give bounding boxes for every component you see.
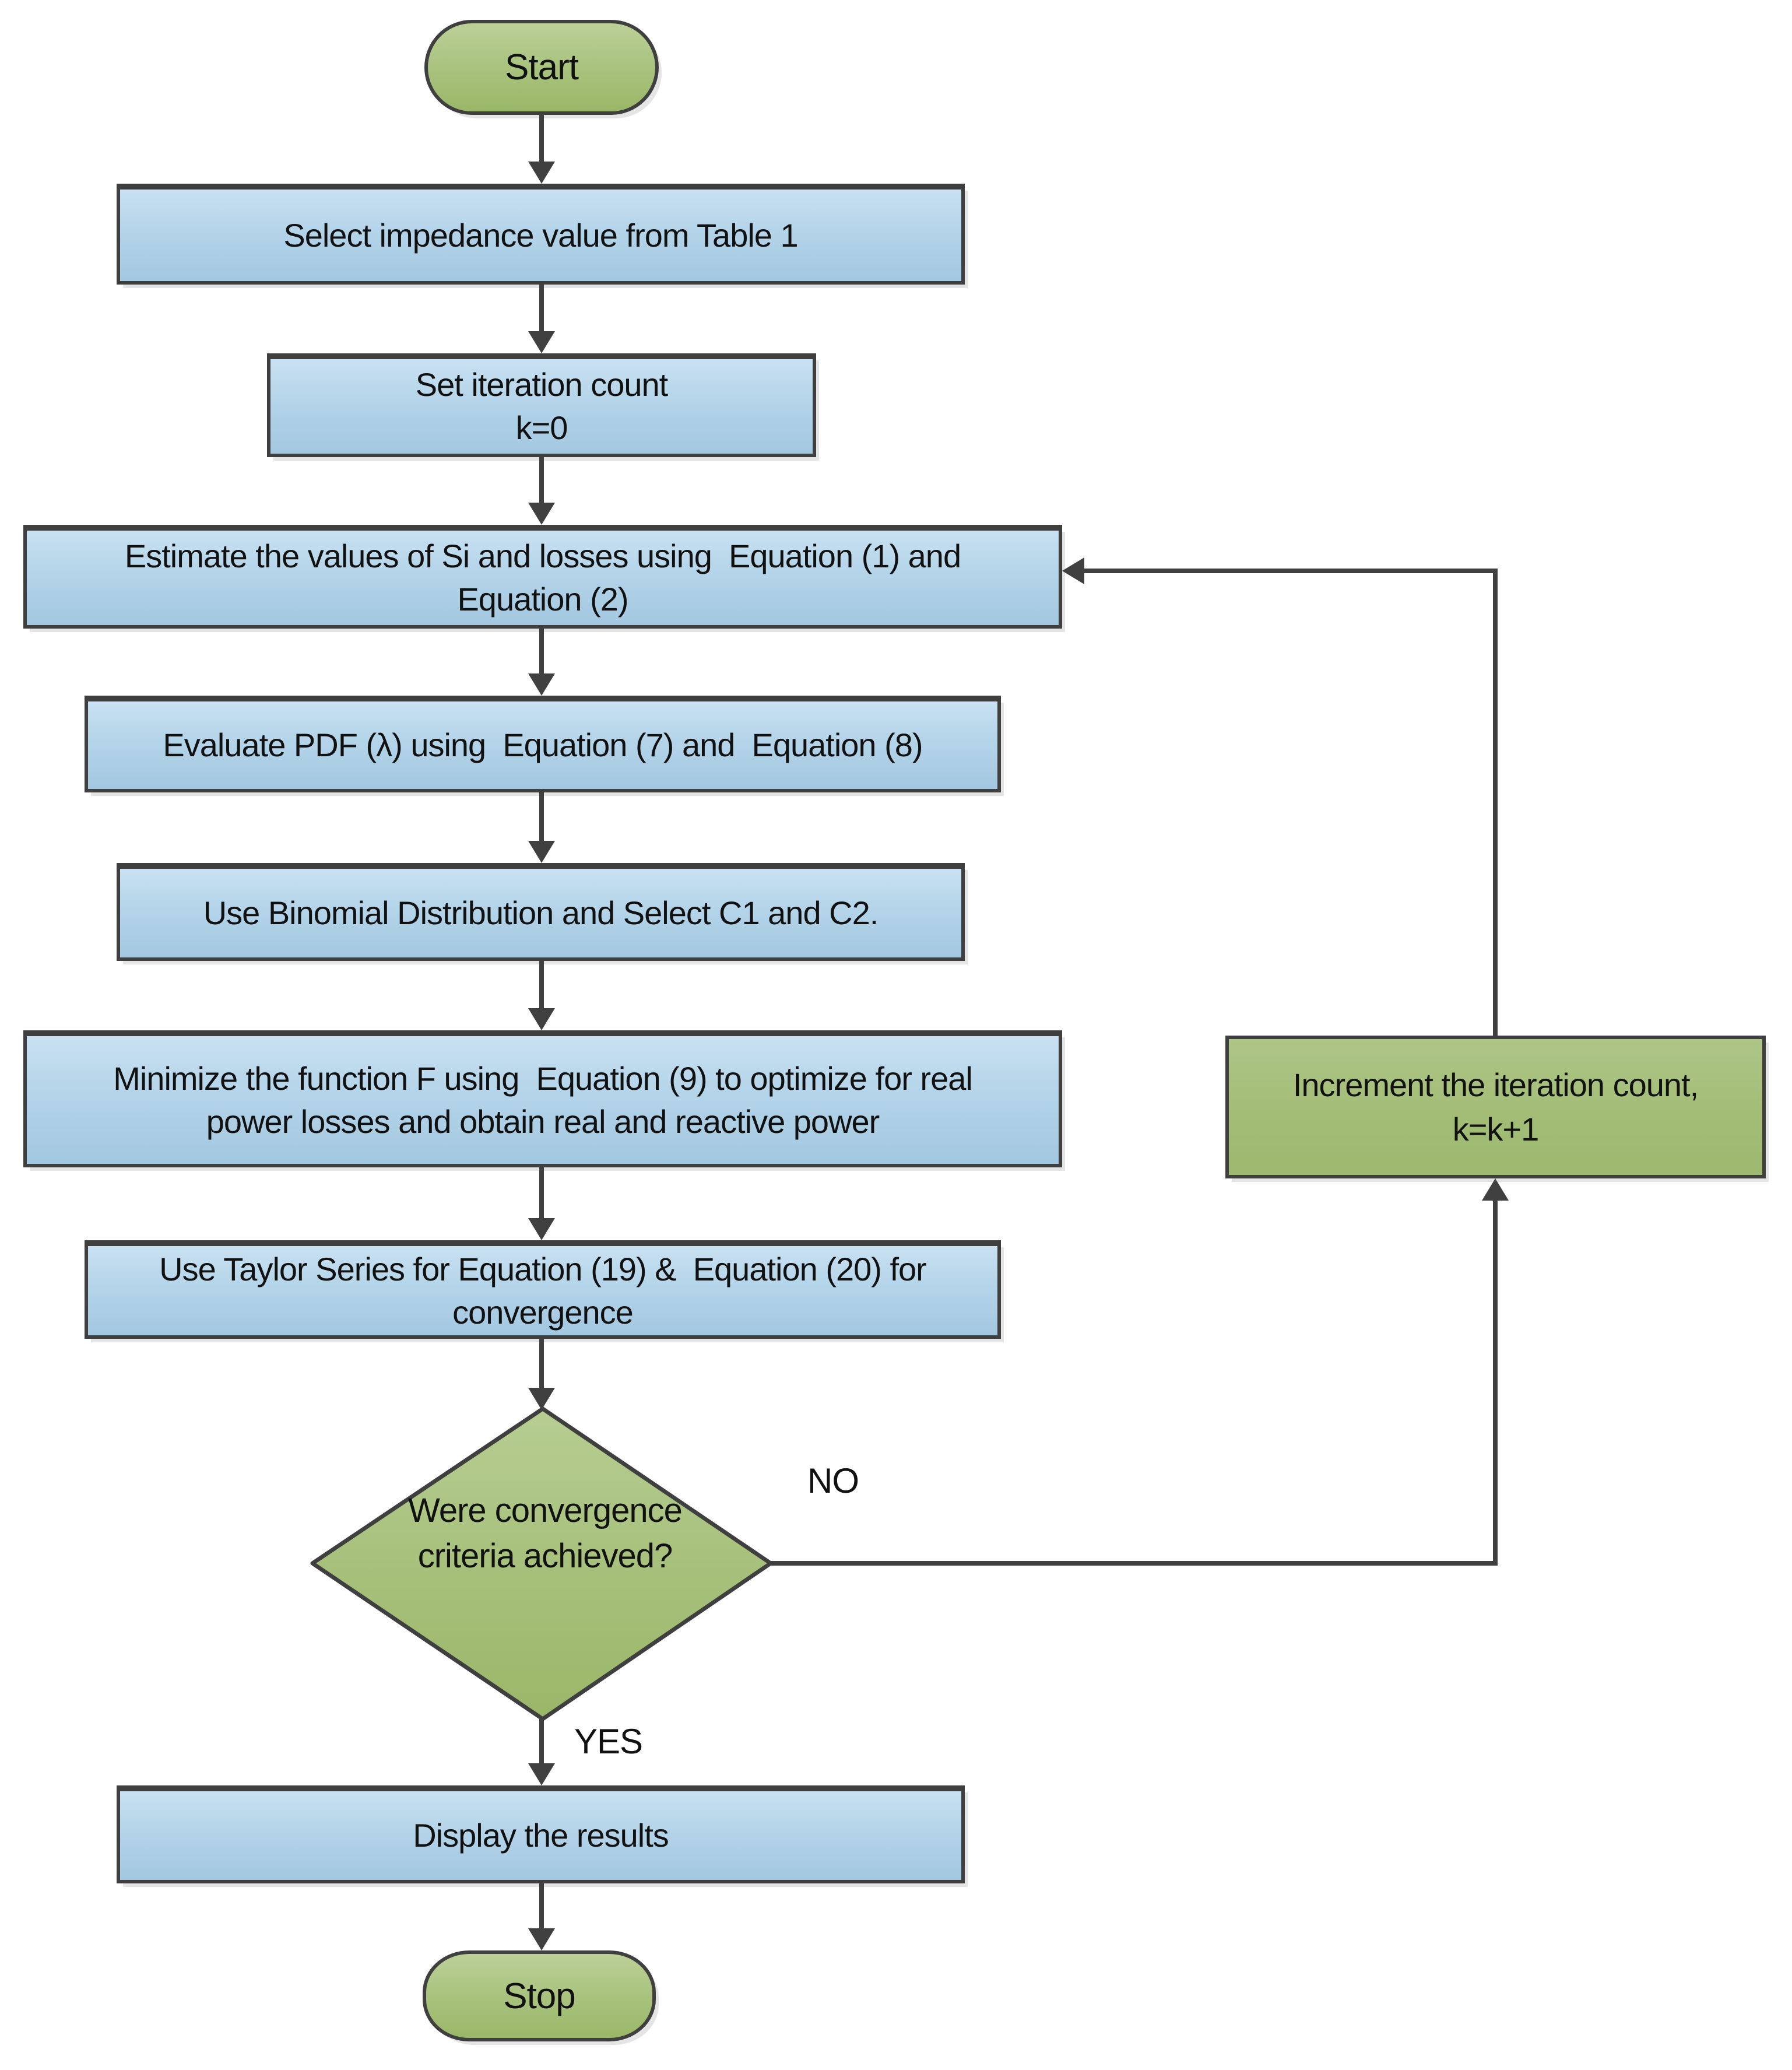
edge-estimate-pdf-line <box>539 629 544 673</box>
node-evaluate-pdf: Evaluate PDF (λ) using Equation (7) and … <box>85 696 1001 792</box>
edge-no-horizontal-line <box>771 1561 1498 1566</box>
edge-no-arrowhead-icon <box>1482 1178 1509 1201</box>
node-taylor-line2: convergence <box>452 1293 634 1331</box>
node-estimate: Estimate the values of Si and losses usi… <box>23 525 1062 629</box>
edge-start-select-line <box>539 114 544 163</box>
edge-binomial-minimize-line <box>539 961 544 1008</box>
node-select-impedance: Select impedance value from Table 1 <box>117 184 965 285</box>
edge-display-stop-line <box>539 1883 544 1928</box>
node-set-iteration-line2: k=0 <box>515 409 568 446</box>
edge-minimize-taylor-arrowhead-icon <box>528 1218 555 1240</box>
edge-start-select-arrowhead-icon <box>528 162 555 184</box>
node-start-label: Start <box>505 47 579 87</box>
node-increment-line2: k=k+1 <box>1452 1110 1540 1148</box>
edge-taylor-decision-arrowhead-icon <box>528 1388 555 1410</box>
node-decision: Were convergence criteria achieved? <box>344 1488 746 1580</box>
node-increment: Increment the iteration count, k=k+1 <box>1225 1036 1766 1178</box>
node-stop-label: Stop <box>503 1976 576 2016</box>
edge-yes-line <box>539 1718 544 1763</box>
node-binomial-label: Use Binomial Distribution and Select C1 … <box>203 894 879 932</box>
edge-taylor-decision-line <box>539 1339 544 1388</box>
edge-no-vertical-line <box>1493 1198 1498 1566</box>
node-estimate-line2: Equation (2) <box>457 581 628 618</box>
edge-minimize-taylor-line <box>539 1167 544 1218</box>
edge-pdf-binomial-arrowhead-icon <box>528 841 555 863</box>
node-select-impedance-label: Select impedance value from Table 1 <box>283 216 798 254</box>
edge-select-setiter-arrowhead-icon <box>528 331 555 353</box>
node-display-results: Display the results <box>117 1785 965 1883</box>
edge-setiter-estimate-arrowhead-icon <box>528 503 555 525</box>
edge-pdf-binomial-line <box>539 792 544 841</box>
edge-label-yes: YES <box>574 1722 643 1761</box>
node-increment-line1: Increment the iteration count, <box>1292 1066 1699 1103</box>
edge-loop-arrowhead-icon <box>1062 557 1084 584</box>
edge-select-setiter-line <box>539 285 544 331</box>
node-set-iteration-line1: Set iteration count <box>415 366 668 404</box>
node-minimize-line1: Minimize the function F using Equation (… <box>113 1059 973 1097</box>
node-taylor-line1: Use Taylor Series for Equation (19) & Eq… <box>159 1250 927 1287</box>
node-minimize-line2: power losses and obtain real and reactiv… <box>206 1103 880 1140</box>
edge-setiter-estimate-line <box>539 457 544 503</box>
node-minimize: Minimize the function F using Equation (… <box>23 1030 1062 1167</box>
node-start: Start <box>424 20 659 115</box>
edge-loop-vertical-line <box>1493 569 1498 1036</box>
node-display-results-label: Display the results <box>413 1817 669 1854</box>
edge-loop-horizontal-line <box>1083 569 1498 573</box>
node-set-iteration: Set iteration count k=0 <box>267 353 816 457</box>
edge-label-no: NO <box>807 1461 859 1500</box>
node-evaluate-pdf-label: Evaluate PDF (λ) using Equation (7) and … <box>163 727 923 764</box>
edge-yes-arrowhead-icon <box>528 1763 555 1785</box>
node-decision-line1: Were convergence <box>408 1492 683 1529</box>
node-estimate-line1: Estimate the values of Si and losses usi… <box>124 538 961 575</box>
edge-binomial-minimize-arrowhead-icon <box>528 1008 555 1030</box>
node-binomial: Use Binomial Distribution and Select C1 … <box>117 863 965 961</box>
node-stop: Stop <box>423 1950 656 2041</box>
node-decision-line2: criteria achieved? <box>417 1537 673 1576</box>
edge-estimate-pdf-arrowhead-icon <box>528 673 555 696</box>
edge-display-stop-arrowhead-icon <box>528 1928 555 1950</box>
node-taylor: Use Taylor Series for Equation (19) & Eq… <box>85 1240 1001 1339</box>
